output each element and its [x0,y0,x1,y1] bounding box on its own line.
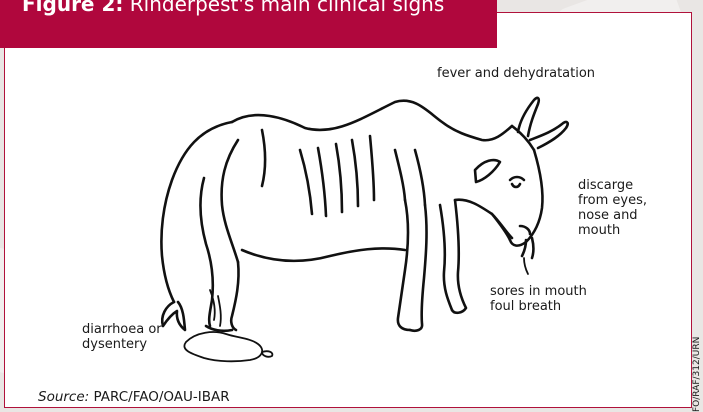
label-diarrhoea-line: diarrhoea or [82,322,162,337]
label-discharge-line: discarge [578,178,647,193]
label-discharge-line: nose and [578,208,647,223]
label-discharge-line: mouth [578,223,647,238]
label-sores: sores in mouth foul breath [490,284,587,314]
source-prefix: Source: [38,389,89,405]
label-discharge-line: from eyes, [578,193,647,208]
label-sores-line: foul breath [490,299,587,314]
label-discharge: discarge from eyes, nose and mouth [578,178,647,238]
label-fever-text: fever and dehydratation [437,66,595,81]
label-diarrhoea-line: dysentery [82,337,162,352]
side-credit: FO/RAF/312/URN [692,337,702,412]
label-sores-line: sores in mouth [490,284,587,299]
label-diarrhoea: diarrhoea or dysentery [82,322,162,352]
label-fever: fever and dehydratation [437,66,595,81]
source-text: PARC/FAO/OAU-IBAR [89,389,229,405]
figure-source: Source: PARC/FAO/OAU-IBAR [38,389,230,405]
